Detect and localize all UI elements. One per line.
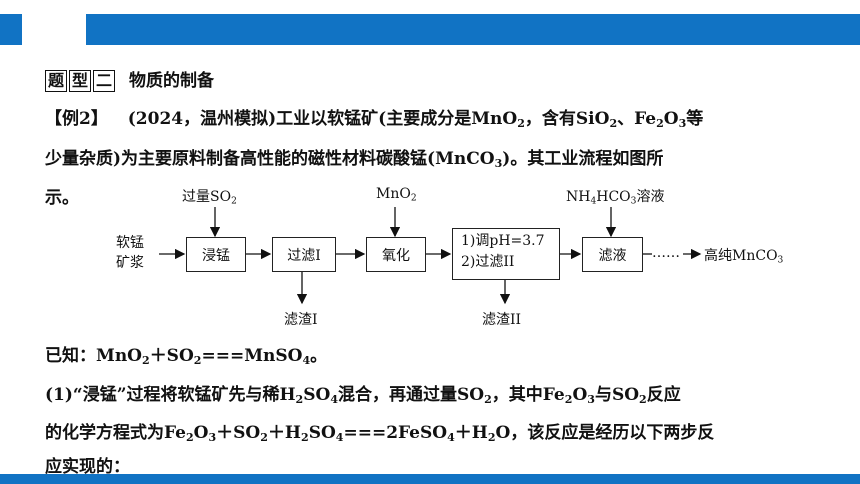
tag-char-3: 二 — [93, 70, 116, 92]
section-title: 物质的制备 — [128, 71, 214, 91]
residue-1: 滤渣I — [284, 312, 318, 328]
example-line-1: 【例2】 (2024，温州模拟)工业以软锰矿(主要成分是MnO2，含有SiO2、… — [45, 109, 704, 130]
question-1-line-1: (1)“浸锰”过程将软锰矿先与稀H2SO4混合，再通过量SO2，其中Fe2O3与… — [45, 385, 681, 406]
flow-dots: …… — [652, 245, 680, 261]
tag-char-2: 型 — [69, 70, 92, 92]
known-equation: 已知：MnO2＋SO2===MnSO4。 — [45, 346, 328, 367]
example-line-3: 示。 — [45, 188, 79, 208]
question-1-line-3: 应实现的： — [45, 457, 130, 477]
question-1-line-2: 的化学方程式为Fe2O3＋SO2＋H2SO4===2FeSO4＋H2O，该反应是… — [45, 423, 715, 444]
example-line-2: 少量杂质)为主要原料制备高性能的磁性材料碳酸锰(MnCO3)。其工业流程如图所 — [45, 149, 664, 170]
footer-bar — [0, 474, 860, 484]
flow-box-filter-1: 过滤I — [272, 237, 336, 272]
input-label: 软锰矿浆 — [116, 235, 144, 271]
flow-box-oxidize: 氧化 — [366, 237, 426, 272]
reagent-nh4hco3: NH4HCO3溶液 — [566, 189, 665, 207]
flow-box-leach: 浸锰 — [186, 237, 246, 272]
header-accent-block — [0, 14, 22, 45]
example-label: 【例2】 — [45, 109, 108, 129]
section-heading: 题型二 物质的制备 — [45, 66, 214, 92]
header-bar — [86, 14, 860, 45]
product-label: 高纯MnCO3 — [704, 248, 784, 266]
reagent-so2: 过量SO2 — [182, 189, 237, 207]
reagent-mno2: MnO2 — [376, 186, 417, 204]
residue-2: 滤渣II — [482, 312, 522, 328]
tag-char-1: 题 — [45, 70, 68, 92]
flow-box-filtrate: 滤液 — [582, 237, 643, 272]
